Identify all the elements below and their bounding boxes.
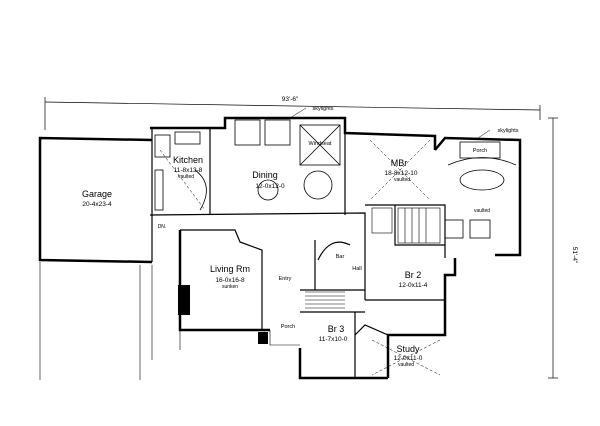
- study-name: Study: [396, 344, 420, 354]
- living-note: sunken: [222, 284, 238, 290]
- kitchen-size: 11-8x13-8: [174, 167, 203, 174]
- interior-walls: [149, 128, 446, 378]
- skylights-dining-leader: [289, 107, 307, 119]
- study-note: vaulted: [398, 362, 414, 368]
- depth-dimension-line: [548, 117, 558, 379]
- exterior-walls: [38, 116, 522, 380]
- skylights-dining-label: skylights: [312, 106, 333, 112]
- width-dimension-line: [44, 97, 541, 130]
- fireplace: [178, 285, 190, 315]
- porch-rear-label: Porch: [473, 148, 487, 154]
- br2-size: 12-0x11-4: [399, 282, 428, 289]
- vault-lines: [159, 139, 441, 376]
- bath-vaulted-label: vaulted: [474, 208, 490, 214]
- porch-column: [258, 332, 268, 344]
- study-size: 12-0x11-0: [394, 355, 423, 362]
- br3-size: 11-7x10-0: [319, 336, 348, 343]
- garage-size: 20-4x23-4: [82, 201, 112, 208]
- br2-name: Br 2: [405, 270, 422, 280]
- br3-name: Br 3: [328, 324, 345, 334]
- bar-counter: [317, 241, 351, 261]
- master-bath: [444, 141, 517, 239]
- porch-front-label: Porch: [281, 324, 295, 330]
- living-size: 16-0x16-8: [215, 277, 245, 284]
- skylights-mbr-label: skylights: [497, 128, 518, 134]
- closets: [371, 207, 441, 244]
- kitchen-note: vaulted: [178, 174, 194, 180]
- skylights-mbr-leader: [477, 129, 491, 139]
- stairs: [305, 291, 345, 309]
- mbr-note: vaulted: [394, 177, 410, 183]
- dn-label: DN.: [158, 224, 167, 230]
- overall-depth: 51'-4": [571, 247, 578, 264]
- living-name: Living Rm: [210, 264, 250, 274]
- garage-name: Garage: [82, 189, 112, 199]
- dining-bay: [234, 119, 341, 201]
- hall-label: Hall: [352, 266, 361, 272]
- walkway-lines: [139, 330, 300, 380]
- bar-label: Bar: [336, 254, 345, 260]
- mbr-size: 18-8x12-10: [385, 170, 418, 177]
- entry-label: Entry: [279, 276, 292, 282]
- garage-doors: [39, 262, 153, 380]
- mbr-name: MBr: [391, 158, 408, 168]
- overall-width: 93'-6": [282, 96, 299, 103]
- dining-name: Dining: [252, 170, 278, 180]
- dining-size: 12-0x12-0: [255, 183, 285, 190]
- kitchen-name: Kitchen: [173, 155, 203, 165]
- window-seat-label: Windseat: [309, 141, 332, 147]
